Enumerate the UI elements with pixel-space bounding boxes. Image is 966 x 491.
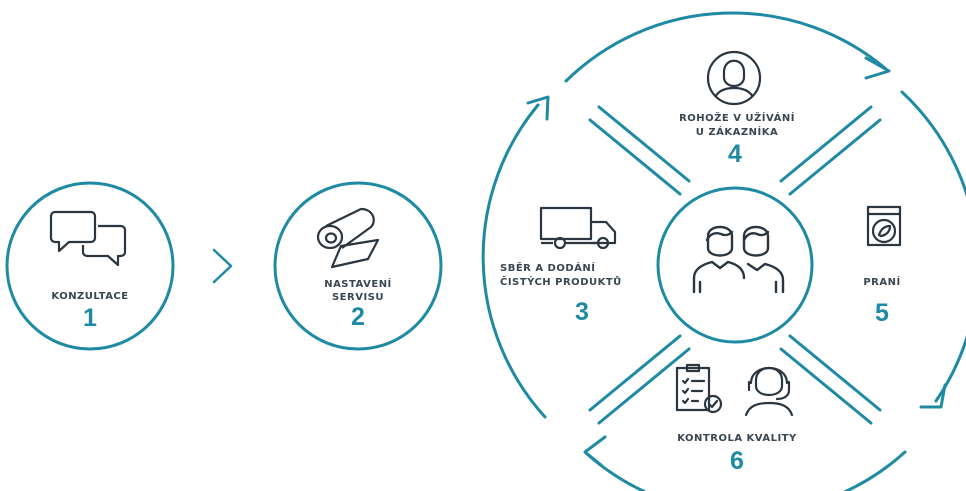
step-3-label-line-1: SBĚR A DODÁNÍ: [500, 261, 596, 274]
support-agent-icon: [744, 366, 794, 417]
step-5-number: 5: [875, 299, 889, 327]
step-3-label-line-2: ČISTÝCH PRODUKTŮ: [500, 275, 622, 288]
two-people-icon: [692, 225, 785, 294]
step-6-segment: KONTROLA KVALITY 6: [675, 363, 797, 475]
mat-roll-icon: [316, 207, 380, 269]
washing-machine-icon: [866, 205, 902, 247]
step-4-label-line-1: ROHOŽE V UŽÍVÁNÍ: [679, 111, 795, 124]
chevron-right-icon: [212, 248, 233, 284]
step-5-label: PRANÍ: [863, 275, 900, 288]
step-6-label: KONTROLA KVALITY: [677, 433, 797, 444]
cycle-ring: [481, 11, 966, 491]
checklist-icon: [675, 363, 723, 414]
step-4-segment: ROHOŽE V UŽÍVÁNÍ U ZÁKAZNÍKA 4: [679, 50, 795, 168]
truck-icon: [539, 206, 617, 250]
cycle-dividers: [588, 105, 882, 425]
center-circle: [656, 186, 814, 344]
step-1-circle: KONZULTACE 1: [5, 181, 175, 351]
step-3-number: 3: [575, 298, 589, 326]
step-4-label-line-2: U ZÁKAZNÍKA: [696, 125, 778, 138]
step-1-label: KONZULTACE: [51, 291, 128, 302]
step-4-number: 4: [728, 140, 742, 168]
step-6-number: 6: [730, 447, 744, 475]
user-avatar-icon: [706, 50, 762, 106]
step-2-circle: NASTAVENÍ SERVISU 2: [273, 181, 443, 351]
step-2-label-line-1: NASTAVENÍ: [324, 277, 392, 290]
chat-bubbles-icon: [49, 210, 127, 267]
step-2-label-line-2: SERVISU: [332, 292, 384, 303]
step-5-segment: PRANÍ 5: [863, 205, 902, 327]
cycle-diagram: ROHOŽE V UŽÍVÁNÍ U ZÁKAZNÍKA 4 SBĚR A DO…: [481, 11, 966, 491]
step-1-number: 1: [83, 304, 97, 332]
step-2-number: 2: [351, 303, 365, 331]
step-3-segment: SBĚR A DODÁNÍ ČISTÝCH PRODUKTŮ 3: [500, 206, 622, 326]
